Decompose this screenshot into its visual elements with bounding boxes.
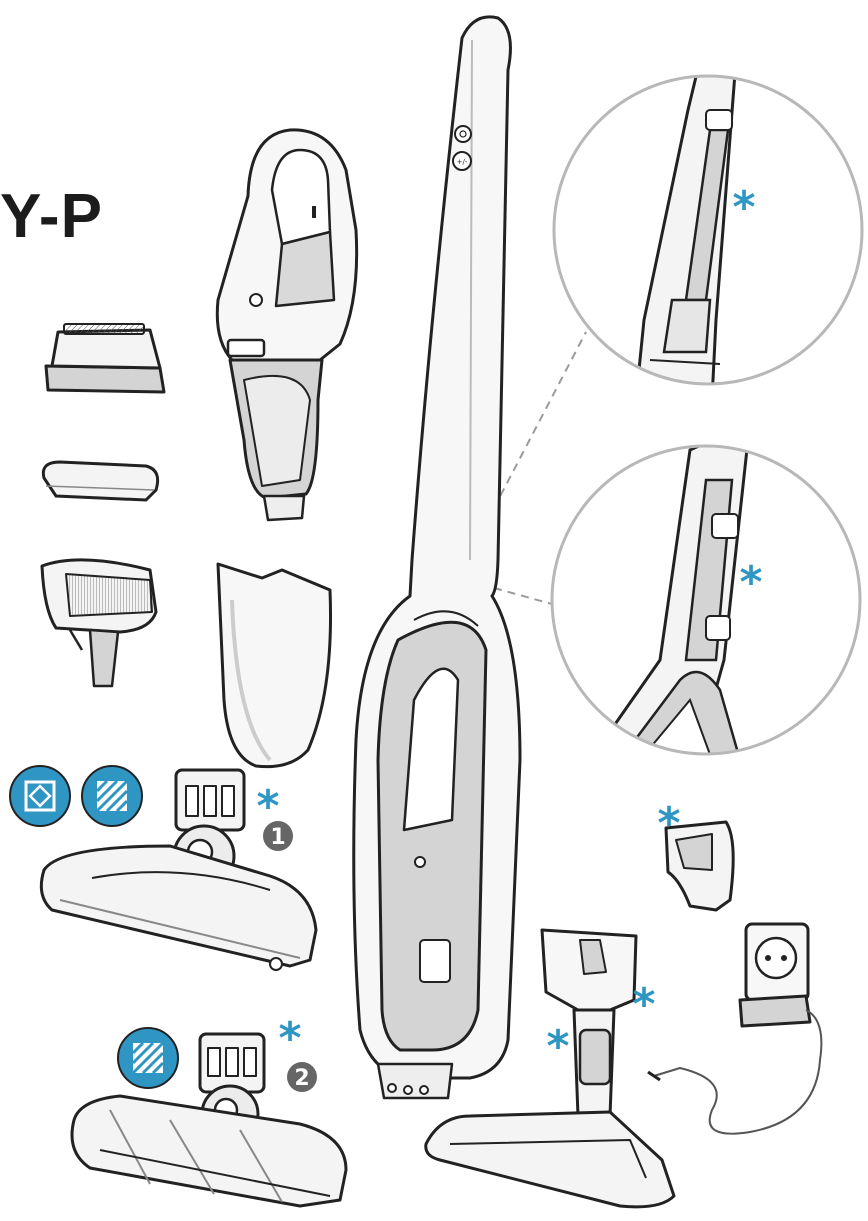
nozzle-2-number: 2 [294, 1066, 309, 1091]
accessory-star-nozzle-2: * [278, 1013, 301, 1064]
handheld-unit [215, 128, 359, 522]
rug-icon [9, 765, 71, 827]
accessory-star-nozzle-1: * [256, 781, 279, 832]
cyclone-filter [40, 558, 158, 688]
zoom-circle-top: * [552, 74, 864, 386]
dust-bin-cover [216, 562, 333, 769]
leader-line-top [493, 331, 587, 509]
foam-filter [41, 460, 160, 502]
nozzle-1-badge: 1 [263, 821, 293, 851]
model-title: Y-P [0, 182, 103, 251]
floor-type-icons [9, 765, 179, 1089]
accessory-star-top: * [732, 182, 755, 233]
accessory-star-stand-left: * [546, 1021, 569, 1072]
accessory-star-bracket: * [657, 798, 680, 849]
filter-frame [44, 323, 166, 394]
power-icon [459, 130, 467, 138]
charging-stand [424, 928, 676, 1209]
hard-floor-icon [81, 765, 143, 827]
hard-floor-icon-2 [117, 1027, 179, 1089]
nozzle-2 [70, 1032, 348, 1208]
nozzle-1 [39, 768, 318, 971]
speed-button [452, 151, 472, 171]
nozzle-1-number: 1 [270, 825, 285, 850]
power-button [454, 125, 472, 143]
wall-bracket-accessory [664, 820, 735, 912]
accessory-star-bottom: * [739, 557, 762, 608]
leader-lines [493, 331, 587, 605]
nozzle-2-badge: 2 [287, 1062, 317, 1092]
charger-adapter [647, 922, 823, 1135]
handle-buttons: +/- [452, 125, 472, 171]
speed-button-label: +/- [457, 158, 468, 166]
zoom-circle-bottom: * [550, 444, 862, 756]
accessory-star-stand-right: * [632, 979, 655, 1030]
vacuum-main-body [352, 15, 522, 1100]
leader-line-bottom [493, 587, 553, 605]
